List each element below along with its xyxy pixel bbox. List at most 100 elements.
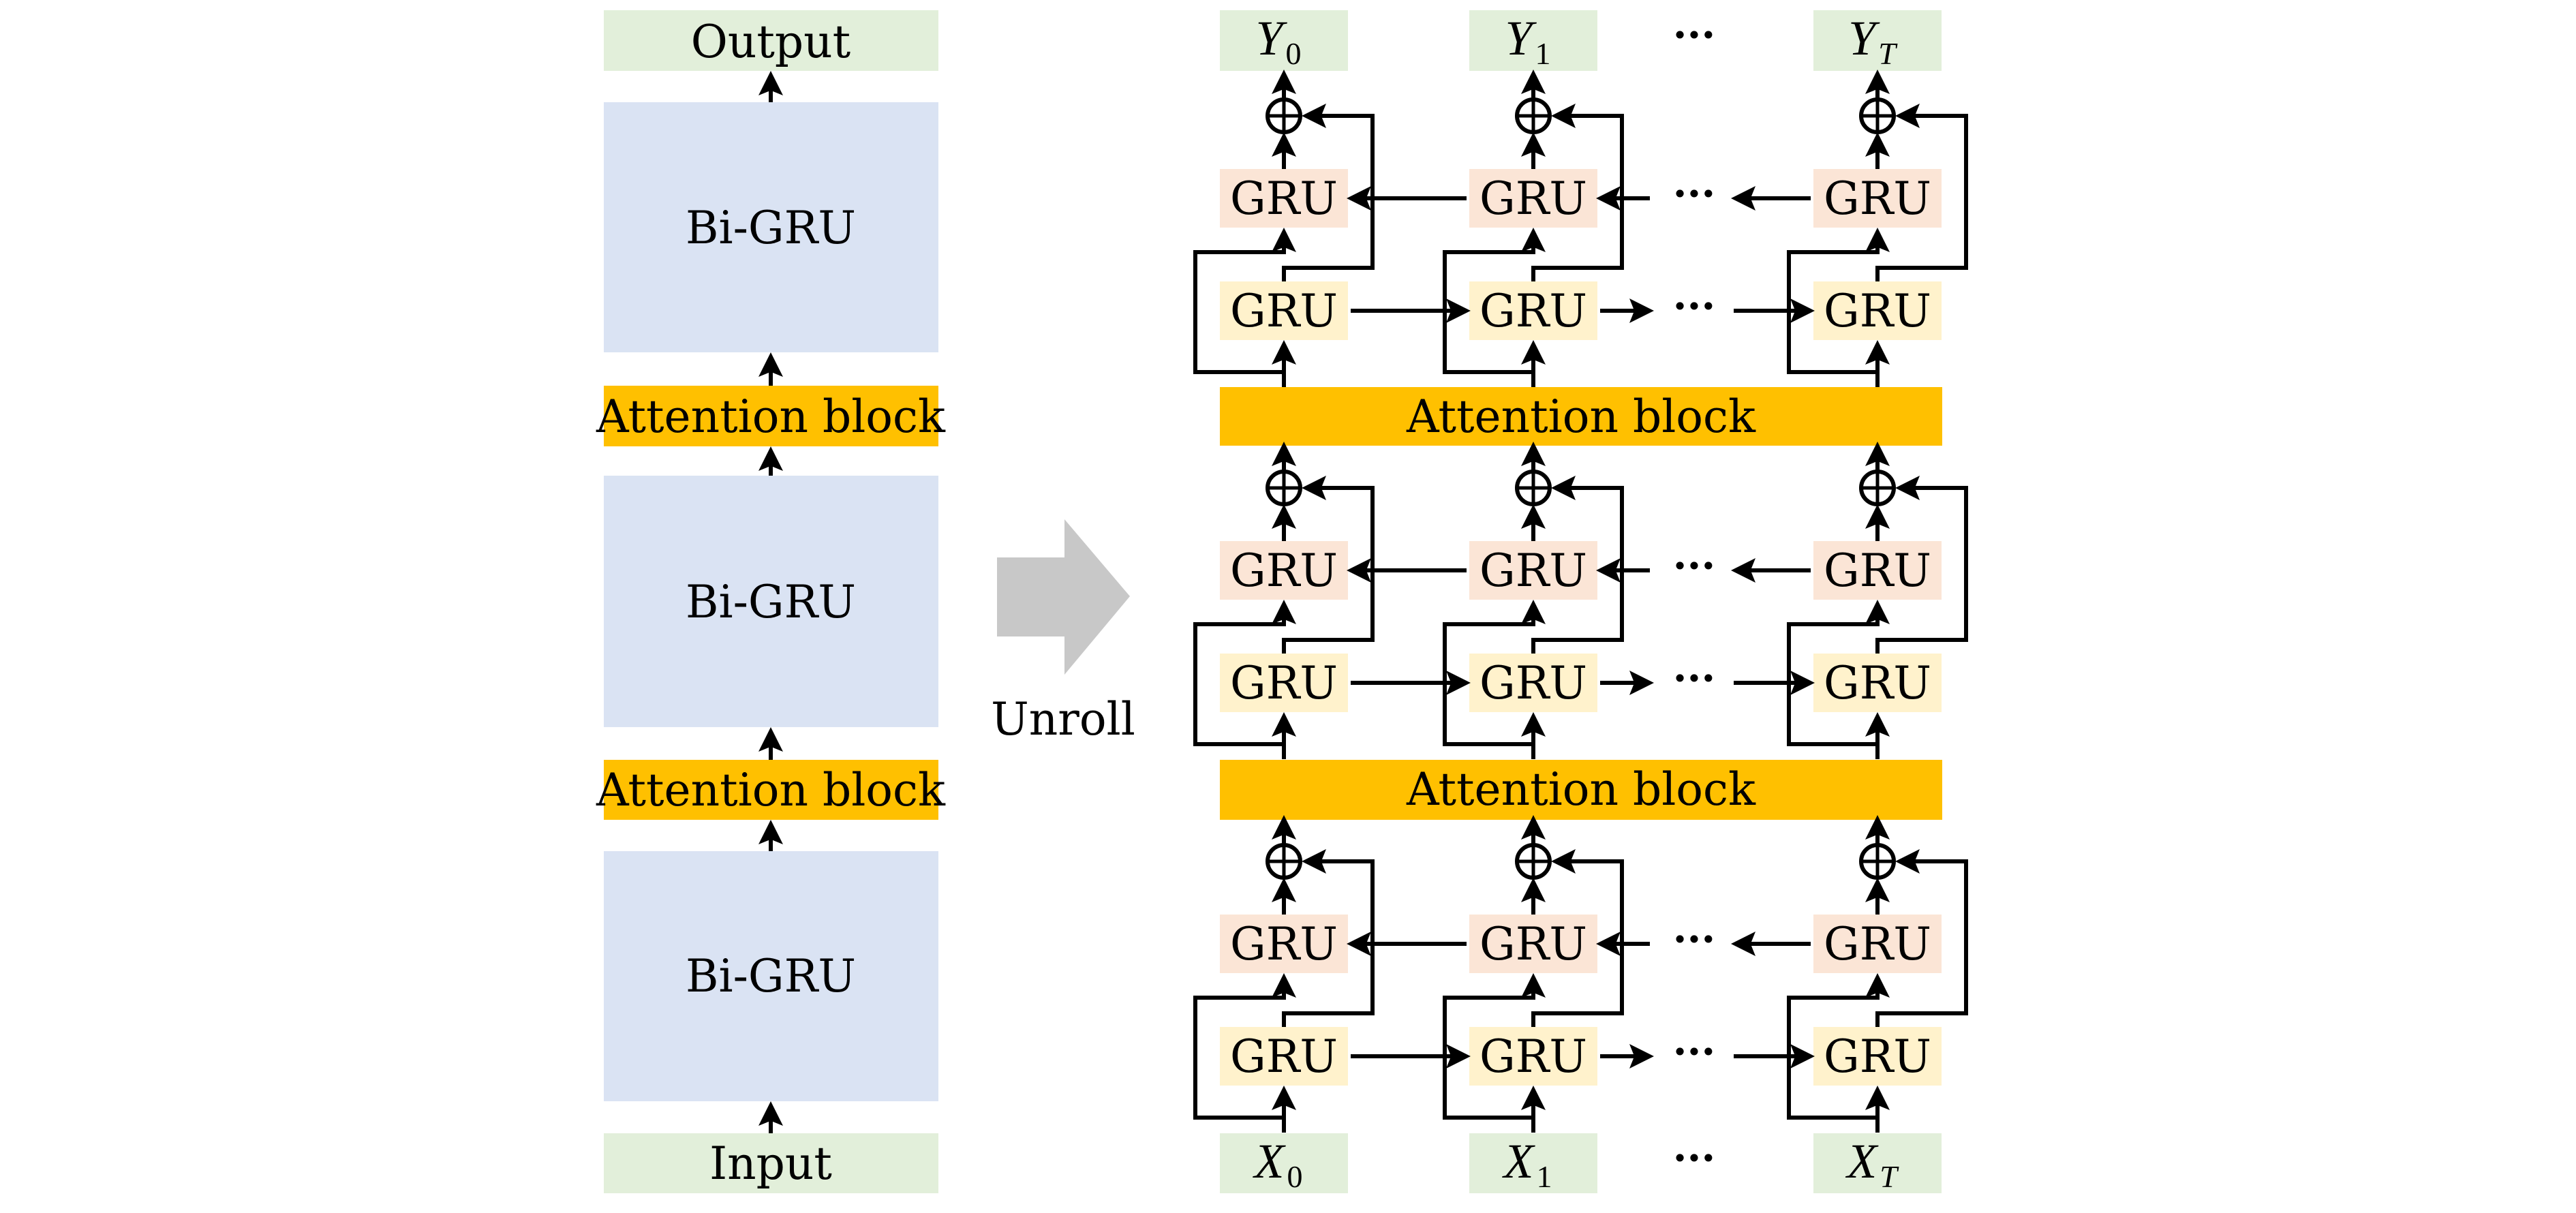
input-box-2 [1813, 1133, 1942, 1193]
input-label-2: XT [1845, 1134, 1899, 1194]
skip-fwd-to-sum-L2-c1 [1531, 476, 1624, 654]
input-label-2-subscript: T [1880, 1159, 1899, 1194]
backward-gru-L3-c2 [1813, 915, 1942, 973]
skip-fwd-to-sum-L1-c0 [1282, 104, 1375, 281]
bigru-label-3: Bi-GRU [686, 950, 856, 1002]
output-box-1 [1469, 10, 1597, 71]
output-label-0: Y0 [1255, 11, 1301, 71]
backward-ellipsis-L3: ··· [1673, 916, 1716, 964]
output-label-2: YT [1848, 11, 1898, 71]
skip-fwd-to-sum-L3-c0 [1282, 849, 1375, 1027]
forward-gru-label-L1-c2: GRU [1824, 285, 1931, 337]
skip-fwd-to-sum-L2-c2 [1875, 476, 1968, 654]
forward-ellipsis-L2: ··· [1673, 655, 1716, 703]
input-label-1-base: X [1502, 1134, 1536, 1188]
output-label-0-subscript: 0 [1286, 36, 1302, 71]
attention-label-unrolled-1: Attention block [1406, 390, 1756, 443]
forward-gru-L2-c0 [1220, 654, 1348, 712]
skip-fwd-to-sum-L3-c1 [1531, 849, 1624, 1027]
backward-gru-L2-c2 [1813, 541, 1942, 600]
bigru-label-1: Bi-GRU [686, 202, 856, 254]
backward-gru-label-L2-c1: GRU [1479, 544, 1587, 597]
sum-node-icon-L3-c1 [1515, 843, 1552, 880]
output-label-2-base: Y [1848, 11, 1880, 65]
backward-gru-L1-c0 [1220, 169, 1348, 228]
backward-gru-label-L1-c1: GRU [1479, 172, 1587, 225]
output-label: Output [691, 16, 850, 68]
output-box-0 [1220, 10, 1348, 71]
sum-node-icon-L3-c0 [1266, 843, 1302, 880]
backward-gru-label-L1-c2: GRU [1824, 172, 1931, 225]
backward-gru-L2-c1 [1469, 541, 1597, 600]
forward-gru-L2-c1 [1469, 654, 1597, 712]
sum-node-icon-L2-c1 [1515, 470, 1552, 506]
folded-model: Output Bi-GRU Attention block Bi-GRU Att… [596, 10, 946, 1193]
bypass-input-to-bwd-L1-c0 [1193, 228, 1296, 374]
forward-gru-label-L1-c1: GRU [1479, 285, 1587, 337]
backward-gru-label-L2-c0: GRU [1230, 544, 1338, 597]
input-label-1-subscript: 1 [1536, 1159, 1552, 1194]
attention-label-folded-1: Attention block [596, 390, 946, 443]
unroll-label: Unroll [991, 693, 1135, 746]
bypass-input-to-bwd-L1-c1 [1443, 228, 1546, 374]
bypass-input-to-bwd-L2-c0 [1193, 600, 1296, 746]
forward-gru-L3-c1 [1469, 1027, 1597, 1086]
skip-fwd-to-sum-L1-c1 [1531, 104, 1624, 281]
forward-gru-label-L1-c0: GRU [1230, 285, 1338, 337]
forward-gru-label-L2-c0: GRU [1230, 657, 1338, 709]
forward-gru-label-L3-c1: GRU [1479, 1030, 1587, 1083]
backward-ellipsis-L2: ··· [1673, 542, 1716, 590]
bigru-block-2 [604, 476, 938, 727]
forward-gru-label-L2-c1: GRU [1479, 657, 1587, 709]
input-box-0 [1220, 1133, 1348, 1193]
attention-label-unrolled-2: Attention block [1406, 763, 1756, 816]
input-label-0-subscript: 0 [1287, 1159, 1302, 1194]
input-box [604, 1133, 938, 1193]
input-label-1: X1 [1502, 1134, 1552, 1194]
forward-ellipsis-L1: ··· [1673, 283, 1716, 331]
attention-block-folded-1 [604, 386, 938, 446]
sum-node-icon-L3-c2 [1859, 843, 1896, 880]
forward-gru-L1-c2 [1813, 281, 1942, 340]
forward-gru-L3-c2 [1813, 1027, 1942, 1086]
backward-gru-label-L3-c1: GRU [1479, 918, 1587, 970]
unroll-arrow-icon [997, 519, 1130, 675]
skip-fwd-to-sum-L2-c0 [1282, 476, 1375, 654]
backward-gru-L3-c1 [1469, 915, 1597, 973]
bigru-label-2: Bi-GRU [686, 576, 856, 628]
output-ellipsis: ··· [1673, 12, 1716, 59]
bypass-input-to-bwd-L2-c2 [1787, 600, 1890, 746]
input-label-0: X0 [1253, 1134, 1303, 1194]
bigru-block-3 [604, 851, 938, 1101]
input-label-2-base: X [1845, 1134, 1879, 1188]
attention-block-folded-2 [604, 760, 938, 820]
forward-gru-label-L3-c0: GRU [1230, 1030, 1338, 1083]
unroll-indicator: Unroll [991, 519, 1135, 746]
output-label-1: Y1 [1505, 11, 1550, 71]
bypass-input-to-bwd-L3-c1 [1443, 973, 1546, 1120]
sum-node-icon-L2-c2 [1859, 470, 1896, 506]
output-box-2 [1813, 10, 1942, 71]
forward-gru-L2-c2 [1813, 654, 1942, 712]
attention-label-folded-2: Attention block [596, 764, 946, 816]
input-label-0-base: X [1253, 1134, 1287, 1188]
backward-gru-label-L1-c0: GRU [1230, 172, 1338, 225]
output-box [604, 10, 938, 71]
attention-block-unrolled-1 [1220, 387, 1942, 446]
bypass-input-to-bwd-L2-c1 [1443, 600, 1546, 746]
bypass-input-to-bwd-L3-c0 [1193, 973, 1296, 1120]
forward-gru-label-L3-c2: GRU [1824, 1030, 1931, 1083]
skip-fwd-to-sum-L1-c2 [1875, 104, 1968, 281]
bigru-block-1 [604, 102, 938, 352]
backward-gru-L3-c0 [1220, 915, 1348, 973]
sum-node-icon-L1-c2 [1859, 97, 1896, 134]
forward-gru-L1-c0 [1220, 281, 1348, 340]
backward-gru-L1-c1 [1469, 169, 1597, 228]
forward-ellipsis-L3: ··· [1673, 1028, 1716, 1076]
backward-gru-L2-c0 [1220, 541, 1348, 600]
skip-fwd-to-sum-L3-c2 [1875, 849, 1968, 1027]
output-label-1-base: Y [1505, 11, 1537, 65]
output-label-1-subscript: 1 [1535, 36, 1551, 71]
